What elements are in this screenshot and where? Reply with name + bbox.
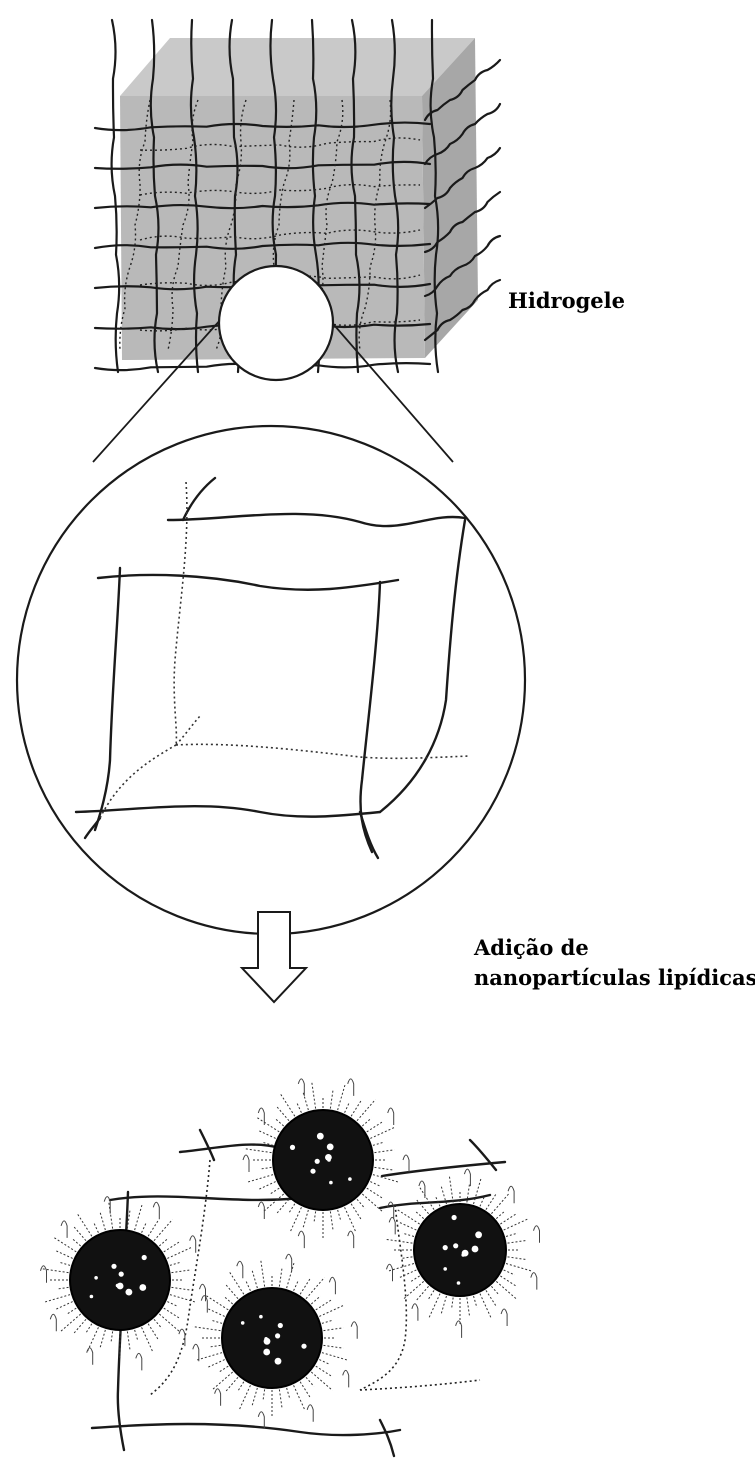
- addition-label-line-2: nanopartículas lipídicas: [474, 963, 755, 993]
- addition-label-line-1: Adição de: [474, 933, 755, 963]
- nanoparticle-addition-label: Adição de nanopartículas lipídicas: [474, 933, 755, 993]
- hydrogel-label: Hidrogele: [508, 286, 625, 316]
